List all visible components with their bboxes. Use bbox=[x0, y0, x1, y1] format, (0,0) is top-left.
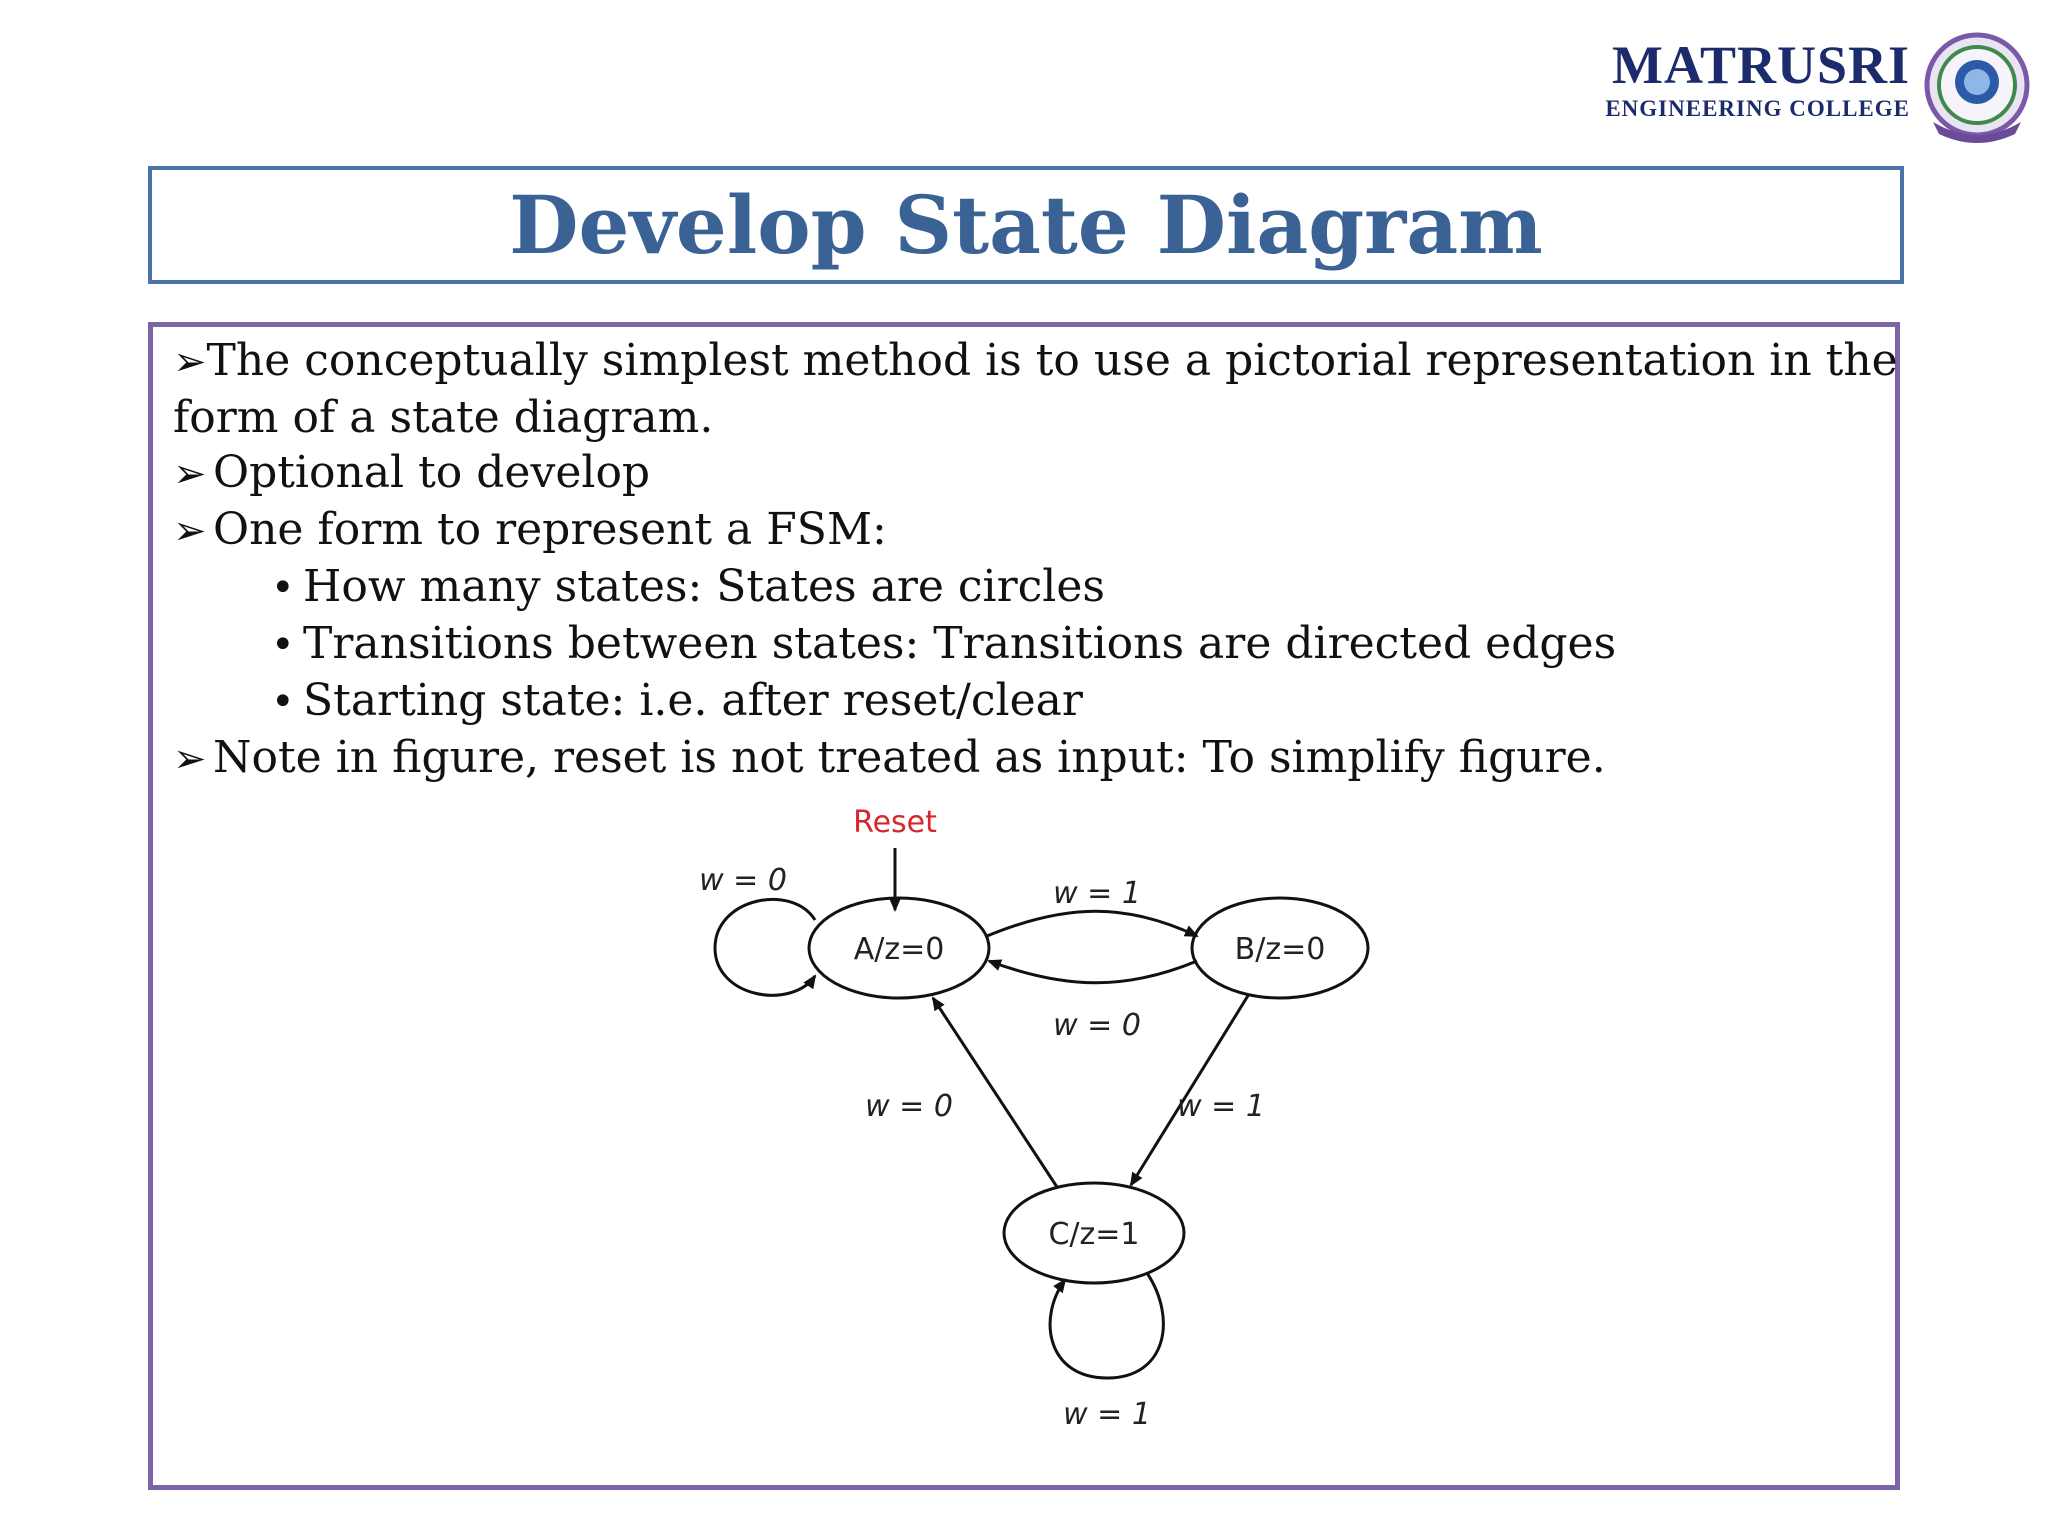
c-self-label: w = 1 bbox=[1063, 1397, 1151, 1432]
arrow-bullet-icon: ➢ bbox=[173, 451, 207, 497]
bullet-text: Starting state: i.e. after reset/clear bbox=[303, 675, 1083, 726]
sub-bullet-line: • Starting state: i.e. after reset/clear bbox=[173, 673, 1885, 730]
bullet-text: Note in figure, reset is not treated as … bbox=[213, 732, 1606, 783]
b-to-a-edge bbox=[987, 959, 1198, 985]
bullet-line: form of a state diagram. bbox=[173, 390, 1885, 445]
bullet-line: ➢ One form to represent a FSM: bbox=[173, 502, 1885, 559]
bullet-text: form of a state diagram. bbox=[173, 392, 714, 443]
a-to-b-label: w = 1 bbox=[1053, 876, 1141, 911]
bullet-line: ➢ Optional to develop bbox=[173, 445, 1885, 502]
bullet-text: Optional to develop bbox=[213, 447, 651, 498]
bullet-text: Transitions between states: Transitions … bbox=[303, 618, 1617, 669]
dot-bullet-icon: • bbox=[271, 679, 295, 725]
state-c-node bbox=[1002, 1181, 1186, 1285]
state-diagram: Reset A/z=0 B/z=0 C/z=1 w = 0 w = 1 w = … bbox=[699, 805, 1370, 1432]
a-self-loop bbox=[713, 897, 817, 997]
b-to-c-label: w = 1 bbox=[1177, 1089, 1265, 1124]
state-b-node bbox=[1190, 896, 1370, 1000]
dot-bullet-icon: • bbox=[271, 565, 295, 611]
college-name: MATRUSRI bbox=[1611, 35, 1910, 95]
arrow-bullet-icon: ➢ bbox=[173, 339, 207, 385]
sub-bullet-line: • Transitions between states: Transition… bbox=[173, 616, 1885, 673]
reset-label: Reset bbox=[853, 805, 937, 840]
college-logo: MATRUSRI ENGINEERING COLLEGE bbox=[1590, 30, 2040, 145]
c-to-a-edge bbox=[931, 996, 1059, 1188]
sub-bullet-line: • How many states: States are circles bbox=[173, 559, 1885, 616]
a-to-b-edge bbox=[986, 909, 1199, 938]
bullet-text: How many states: States are circles bbox=[303, 561, 1105, 612]
bullet-text: The conceptually simplest method is to u… bbox=[206, 335, 1898, 386]
state-c-label: C/z=1 bbox=[1048, 1217, 1139, 1252]
b-to-c-edge bbox=[1129, 993, 1251, 1187]
arrow-bullet-icon: ➢ bbox=[173, 508, 207, 554]
bullet-line: ➢ The conceptually simplest method is to… bbox=[173, 333, 1898, 390]
a-self-label: w = 0 bbox=[699, 863, 787, 898]
slide-title: Develop State Diagram bbox=[509, 178, 1543, 272]
arrow-bullet-icon: ➢ bbox=[173, 736, 207, 782]
bullet-line: ➢ Note in figure, reset is not treated a… bbox=[173, 730, 1885, 787]
college-subtitle: ENGINEERING COLLEGE bbox=[1605, 96, 1910, 121]
b-to-a-label: w = 0 bbox=[1053, 1008, 1141, 1043]
state-b-label: B/z=0 bbox=[1235, 932, 1326, 967]
bullet-text: One form to represent a FSM: bbox=[213, 504, 887, 555]
state-a-label: A/z=0 bbox=[854, 932, 945, 967]
bullet-list: ➢ The conceptually simplest method is to… bbox=[173, 333, 1898, 787]
c-self-loop bbox=[1048, 1272, 1165, 1380]
c-to-a-label: w = 0 bbox=[865, 1089, 953, 1124]
college-seal-icon bbox=[1924, 32, 2030, 143]
dot-bullet-icon: • bbox=[271, 622, 295, 668]
state-a-node bbox=[807, 896, 991, 1000]
content-box: ➢ The conceptually simplest method is to… bbox=[148, 322, 1900, 1490]
title-box: Develop State Diagram bbox=[148, 166, 1904, 284]
